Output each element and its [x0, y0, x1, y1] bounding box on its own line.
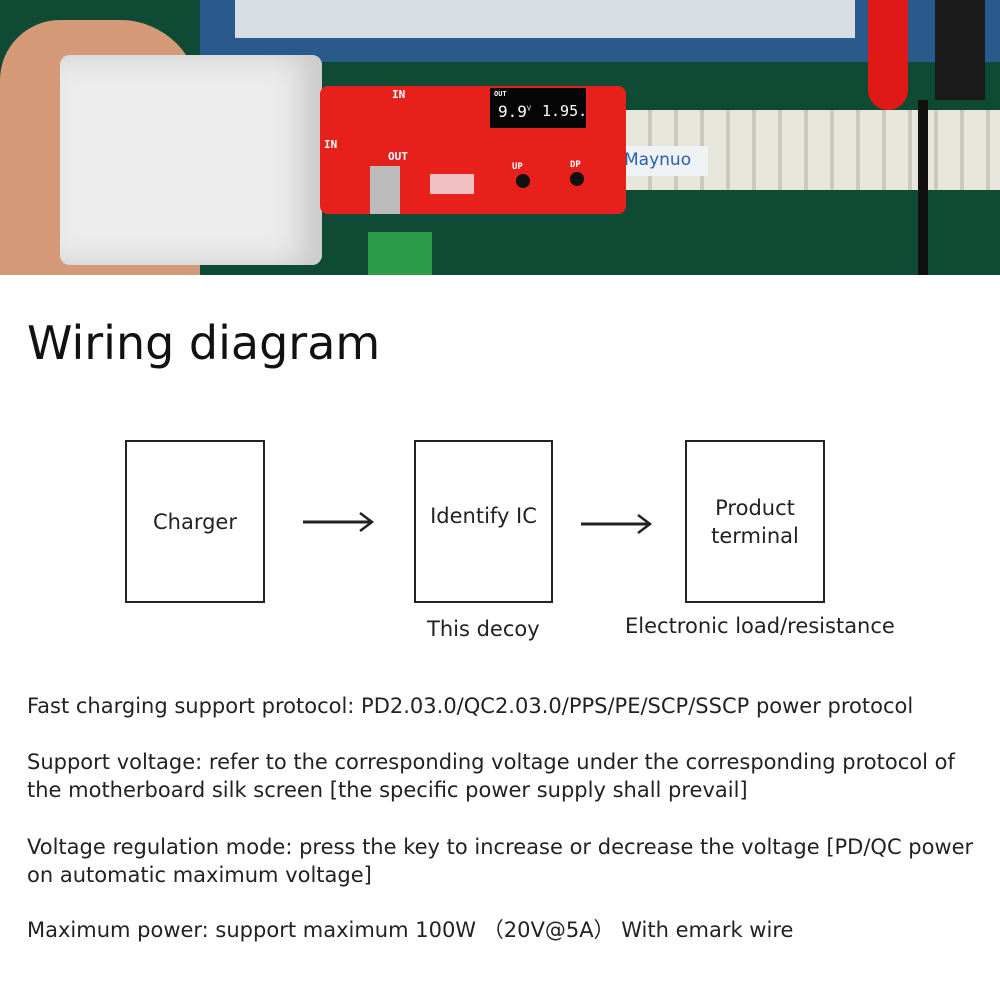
charger-adapter — [60, 55, 322, 265]
identify-ic-caption: This decoy — [427, 617, 540, 641]
black-wire — [918, 100, 928, 275]
product-terminal-label: Product terminal — [711, 496, 799, 548]
spec-regulation: Voltage regulation mode: press the key t… — [27, 835, 974, 887]
charger-label: Charger — [153, 509, 237, 534]
oled-display: OUT 9.9V 1.95. — [490, 88, 588, 128]
voltage-value: 9.9 — [498, 102, 527, 121]
in-label-top: IN — [392, 88, 406, 101]
product-photo: Maynuo IN IN OUT OUT 9.9V 1.95. UP DP — [0, 0, 1000, 275]
out-label: OUT — [388, 150, 408, 163]
charger-node: Charger — [125, 440, 265, 603]
usb-c-port — [370, 166, 400, 214]
display-out-label: OUT — [494, 90, 507, 98]
identify-ic-label: Identify IC — [430, 504, 537, 528]
up-label: UP — [512, 162, 523, 172]
red-probe-clip — [868, 0, 908, 110]
identify-ic-node: Identify IC — [414, 440, 553, 603]
page-title: Wiring diagram — [27, 316, 381, 370]
voltage-unit: V — [526, 104, 532, 113]
product-terminal-caption: Electronic load/resistance — [625, 614, 895, 638]
black-probe-clip — [935, 0, 985, 100]
load-label: Maynuo — [618, 146, 708, 176]
up-button[interactable] — [516, 174, 530, 188]
arrow-icon — [581, 514, 653, 534]
product-terminal-node: Product terminal — [685, 440, 825, 603]
arrow-icon — [303, 512, 375, 532]
down-button[interactable] — [570, 172, 584, 186]
pcb-board: IN IN OUT OUT 9.9V 1.95. UP DP — [320, 86, 626, 214]
dip-switch[interactable] — [430, 174, 474, 194]
spec-voltage: Support voltage: refer to the correspond… — [27, 750, 955, 802]
spec-protocols: Fast charging support protocol: PD2.03.0… — [27, 694, 914, 718]
down-label: DP — [570, 160, 581, 170]
voltage-readout: 9.9V — [498, 102, 531, 121]
spec-max-power: Maximum power: support maximum 100W （20V… — [27, 918, 794, 942]
in-label-left: IN — [324, 138, 338, 151]
green-adapter-board — [368, 232, 432, 275]
instrument-keypad — [235, 0, 855, 38]
current-readout: 1.95. — [542, 102, 588, 120]
